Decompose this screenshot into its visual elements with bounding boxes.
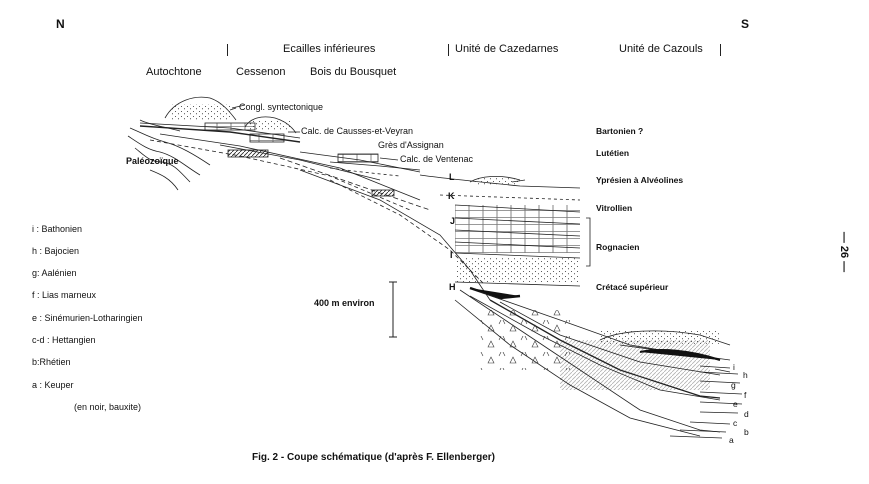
north-label: N <box>56 17 65 31</box>
stage-lutetien: Lutétien <box>596 148 630 158</box>
stage-bartonien: Bartonien ? <box>596 126 644 136</box>
divider <box>448 44 449 56</box>
page-number: — 26 — <box>838 231 850 273</box>
unit-letter-k: K <box>448 191 455 201</box>
unit-letter-l: L <box>449 172 455 182</box>
strata-letter-g: g <box>731 380 736 390</box>
legend-item: i : Bathonien <box>32 224 83 234</box>
unit-letter-i: I <box>450 250 453 260</box>
strata-letter-d: d <box>744 409 749 419</box>
label-calc-causses: Calc. de Causses-et-Veyran <box>301 126 414 136</box>
unit-cazouls: Unité de Cazouls <box>619 43 703 55</box>
strata-letter-c: c <box>733 418 738 428</box>
legend-item: h : Bajocien <box>32 246 80 256</box>
strata-letter-f: f <box>744 390 747 400</box>
unit-letter-h: H <box>449 282 456 292</box>
stage-vitrollien: Vitrollien <box>596 203 633 213</box>
strata-letter-a: a <box>729 435 734 445</box>
unit-ecailles-inferieures: Ecailles inférieures <box>283 43 376 55</box>
label-paleozoique: Paléozoïque <box>126 156 179 166</box>
strata-letter-i: i <box>733 362 735 372</box>
strata-letter-e: e <box>733 399 738 409</box>
label-congl-syntectonique: Congl. syntectonique <box>239 102 324 112</box>
label-gres-assignan: Grès d'Assignan <box>378 140 444 150</box>
stage-cretace: Crétacé supérieur <box>596 282 669 292</box>
legend-item: b:Rhétien <box>32 357 71 367</box>
legend-item: c-d : Hettangien <box>32 335 96 345</box>
south-label: S <box>741 17 750 31</box>
unit-cazedarnes: Unité de Cazedarnes <box>455 43 559 55</box>
legend-item: e : Sinémurien-Lotharingien <box>32 313 143 323</box>
unit-letter-j: J <box>450 216 456 226</box>
label-calc-ventenac: Calc. de Ventenac <box>400 154 474 164</box>
legend-item: g: Aalénien <box>32 268 77 278</box>
divider <box>720 44 721 56</box>
stage-rognacien: Rognacien <box>596 242 640 252</box>
strata-letter-h: h <box>743 370 748 380</box>
figure-caption: Fig. 2 - Coupe schématique (d'après F. E… <box>252 452 495 463</box>
unit-cessenon: Cessenon <box>236 66 286 78</box>
stage-ypresien: Yprésien à Alvéolines <box>596 175 684 185</box>
unit-autochtone: Autochtone <box>146 66 202 78</box>
scale-label: 400 m environ <box>314 298 375 308</box>
legend-item: f : Lias marneux <box>32 290 97 300</box>
divider <box>227 44 228 56</box>
legend-item: a : Keuper <box>32 380 74 390</box>
legend-note: (en noir, bauxite) <box>74 402 142 412</box>
unit-bois-du-bousquet: Bois du Bousquet <box>310 66 397 78</box>
strata-letter-b: b <box>744 427 749 437</box>
